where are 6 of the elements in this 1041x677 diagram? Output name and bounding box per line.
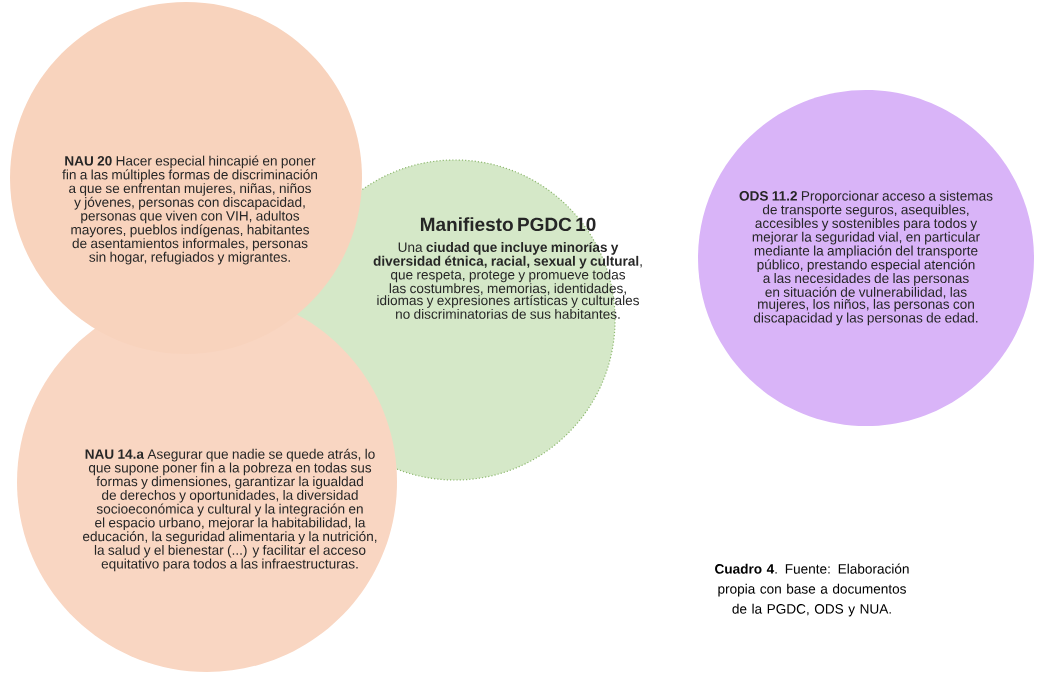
node-label: NAU 20 Hacer especial hincapié en poner fin a las múltiples formas de discriminación a que se enfrentan mujeres, niñas, niños y jóvenes, personas con discapacidad, personas que viven con VIH, adultos mayores, pueblos indígenas, habitantes de asentamientos informales, personas sin hogar, refugiados y migrantes. <box>62 155 317 265</box>
circle-node: NAU 20 Hacer especial hincapié en poner fin a las múltiples formas de discriminación a que se enfrentan mujeres, niñas, niños y jóvenes, personas con discapacidad, personas que viven con VIH, adultos mayores, pueblos indígenas, habitantes de asentamientos informales, personas sin hogar, refugiados y migrantes. <box>10 2 362 354</box>
node-label: NAU 14.a Asegurar que nadie se quede atrás, lo que supone poner fin a la pobreza en todas sus formas y dimensiones, garantizar la igualdad de derechos y oportunidades, la diversidad socioeconómica y cultural y la integración en el espacio urbano, mejorar la habitabilidad, la educación, la seguridad alimentaria y la nutrición, la salud y el bienestar (...) y facilitar el acceso equitativo para todos a las infraestructuras. <box>83 448 377 572</box>
circle-node: ODS 11.2 Proporcionar acceso a sistemas de transporte seguros, asequibles, accesibles y sostenibles para todos y mejorar la seguridad vial, en particular mediante la ampliación del transporte público, prestando especial atención a las necesidades de las personas en situación de vulnerabilidad, las mujeres, los niños, las personas con discapacidad y las personas de edad. <box>698 90 1034 426</box>
caption: Cuadro 4. Fuente: Elaboración propia con base a documentos de la PGDC, ODS y NUA. <box>715 563 909 617</box>
node-label: , <box>640 264 642 268</box>
